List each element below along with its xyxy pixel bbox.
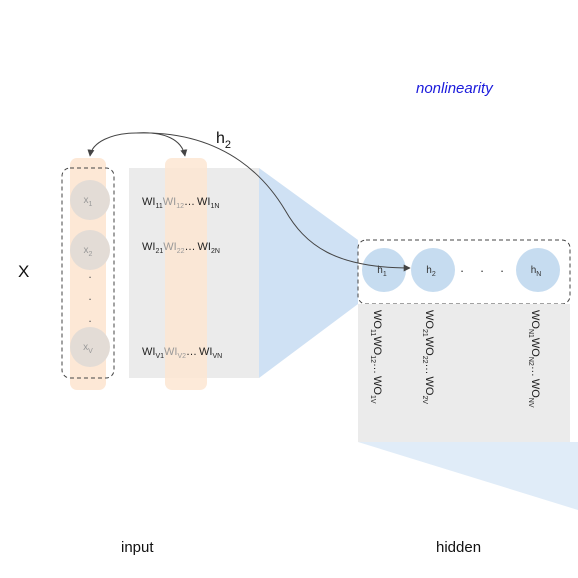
hidden-node — [411, 248, 455, 292]
hidden-arrow-label: h2 — [216, 130, 231, 151]
input-node — [70, 230, 110, 270]
input-ellipsis-dot: . — [88, 289, 91, 303]
weight-column-highlight — [165, 158, 207, 390]
wi-row: WI21WI22…WI2N — [142, 241, 220, 255]
hidden-ellipsis-dot: . — [480, 260, 484, 275]
input-node-label: x2 — [84, 245, 93, 258]
hidden-node-label: hN — [531, 265, 542, 278]
wo-column: WON1WON2…WONV — [527, 310, 541, 408]
hidden-ellipsis-dot: . — [500, 260, 504, 275]
input-layer-border — [61, 167, 115, 379]
input-node — [70, 180, 110, 220]
input-node-label: xV — [83, 342, 93, 355]
wo-column: WO21WO22…WO2V — [421, 310, 435, 404]
hidden-caption: hidden — [436, 539, 481, 556]
hidden-node-label: h2 — [426, 265, 436, 278]
wi-row: WIV1WIV2…WIVN — [142, 346, 222, 360]
x-label: X — [18, 262, 29, 281]
hidden-node — [516, 248, 560, 292]
input-weight-labels: WI11WI12…WI1N WI21WI22…WI2N WIV1WIV2…WIV… — [142, 196, 222, 360]
input-ellipsis-dot: . — [88, 311, 91, 325]
hidden-node-label: h1 — [377, 265, 387, 278]
hidden-layer: h1 h2 hN . . . — [357, 239, 571, 305]
input-ellipsis-dot: . — [88, 267, 91, 281]
wi-row: WI11WI12…WI1N — [142, 196, 219, 210]
hidden-node — [362, 248, 406, 292]
input-caption: input — [121, 539, 154, 556]
arrow-to-input-node — [87, 132, 137, 157]
hidden-ellipsis-dot: . — [460, 260, 464, 275]
hidden-to-output-projection — [358, 442, 578, 510]
output-weight-labels: WO11WO12…WO1V WO21WO22…WO2V WON1WON2…WON… — [369, 310, 541, 408]
output-weight-matrix — [358, 304, 570, 442]
nonlinearity-label: nonlinearity — [416, 80, 494, 97]
input-node-label: x1 — [84, 195, 93, 208]
input-to-hidden-projection — [259, 168, 358, 378]
input-node — [70, 327, 110, 367]
input-layer: x1 x2 xV . . . — [61, 167, 115, 379]
wo-column: WO11WO12…WO1V — [369, 310, 383, 404]
arrow-to-hidden-node — [135, 132, 411, 272]
